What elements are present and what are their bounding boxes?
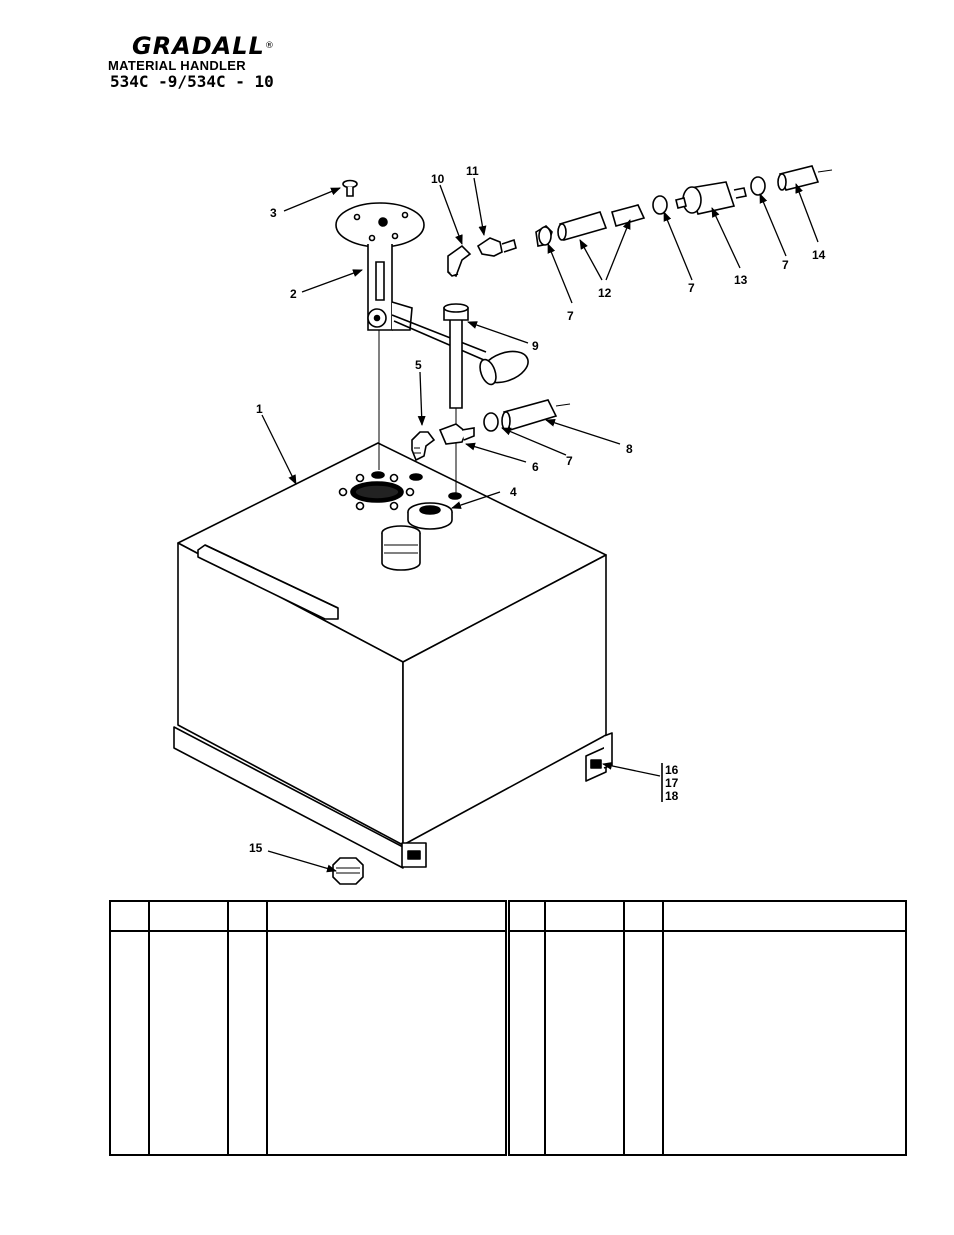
- callout-16: 16: [665, 763, 679, 777]
- parts-table-header-row: [509, 901, 906, 932]
- col-header-qty: [624, 901, 664, 932]
- table-cell: [509, 931, 546, 1155]
- callout-7d: 7: [566, 454, 573, 468]
- parts-table-left: [109, 900, 507, 1156]
- callout-4: 4: [510, 485, 517, 499]
- callout-17: 17: [665, 776, 679, 790]
- callout-labels: 1 2 3 4 5 6 7 7 7 7 8 9 10 11 12 13 14 1…: [249, 164, 826, 855]
- col-header-part-number: [149, 901, 229, 932]
- callout-12: 12: [598, 286, 612, 300]
- table-cell: [267, 931, 506, 1155]
- parts-table-right: [508, 900, 907, 1156]
- brand-logo: GRADALL®: [132, 32, 275, 60]
- document-subtitle: MATERIAL HANDLER: [108, 58, 246, 73]
- callout-8: 8: [626, 442, 633, 456]
- callout-6: 6: [532, 460, 539, 474]
- hydraulic-tank: [173, 442, 613, 869]
- table-row: [509, 931, 906, 1155]
- callout-3: 3: [270, 206, 277, 220]
- model-number: 534C -9/534C - 10: [110, 72, 274, 91]
- callout-18: 18: [665, 789, 679, 803]
- col-header-item: [509, 901, 546, 932]
- col-header-qty: [228, 901, 268, 932]
- table-cell: [545, 931, 625, 1155]
- document-header: GRADALL® MATERIAL HANDLER 534C -9/534C -…: [108, 34, 275, 90]
- table-row: [110, 931, 506, 1155]
- return-pipe-fittings: [411, 165, 833, 495]
- nut-15: [332, 857, 364, 885]
- callout-1: 1: [256, 402, 263, 416]
- table-cell: [110, 931, 150, 1155]
- exploded-parts-diagram: 1 2 3 4 5 6 7 7 7 7 8 9 10 11 12 13 14 1…: [173, 164, 833, 885]
- callout-7b: 7: [688, 281, 695, 295]
- callout-15: 15: [249, 841, 263, 855]
- table-cell: [228, 931, 268, 1155]
- col-header-part-number: [545, 901, 625, 932]
- callout-11: 11: [466, 164, 479, 178]
- sending-unit: [335, 179, 529, 470]
- callout-10: 10: [431, 172, 445, 186]
- parts-table-header-row: [110, 901, 506, 932]
- callout-7a: 7: [567, 309, 574, 323]
- col-header-description: [267, 901, 506, 932]
- callout-7c: 7: [782, 258, 789, 272]
- table-cell: [624, 931, 664, 1155]
- callout-9: 9: [532, 339, 539, 353]
- callout-14: 14: [812, 248, 826, 262]
- callout-5: 5: [415, 358, 422, 372]
- col-header-item: [110, 901, 150, 932]
- col-header-description: [663, 901, 906, 932]
- callout-13: 13: [734, 273, 748, 287]
- table-cell: [663, 931, 906, 1155]
- callout-2: 2: [290, 287, 297, 301]
- leader-lines: [261, 177, 819, 873]
- table-cell: [149, 931, 229, 1155]
